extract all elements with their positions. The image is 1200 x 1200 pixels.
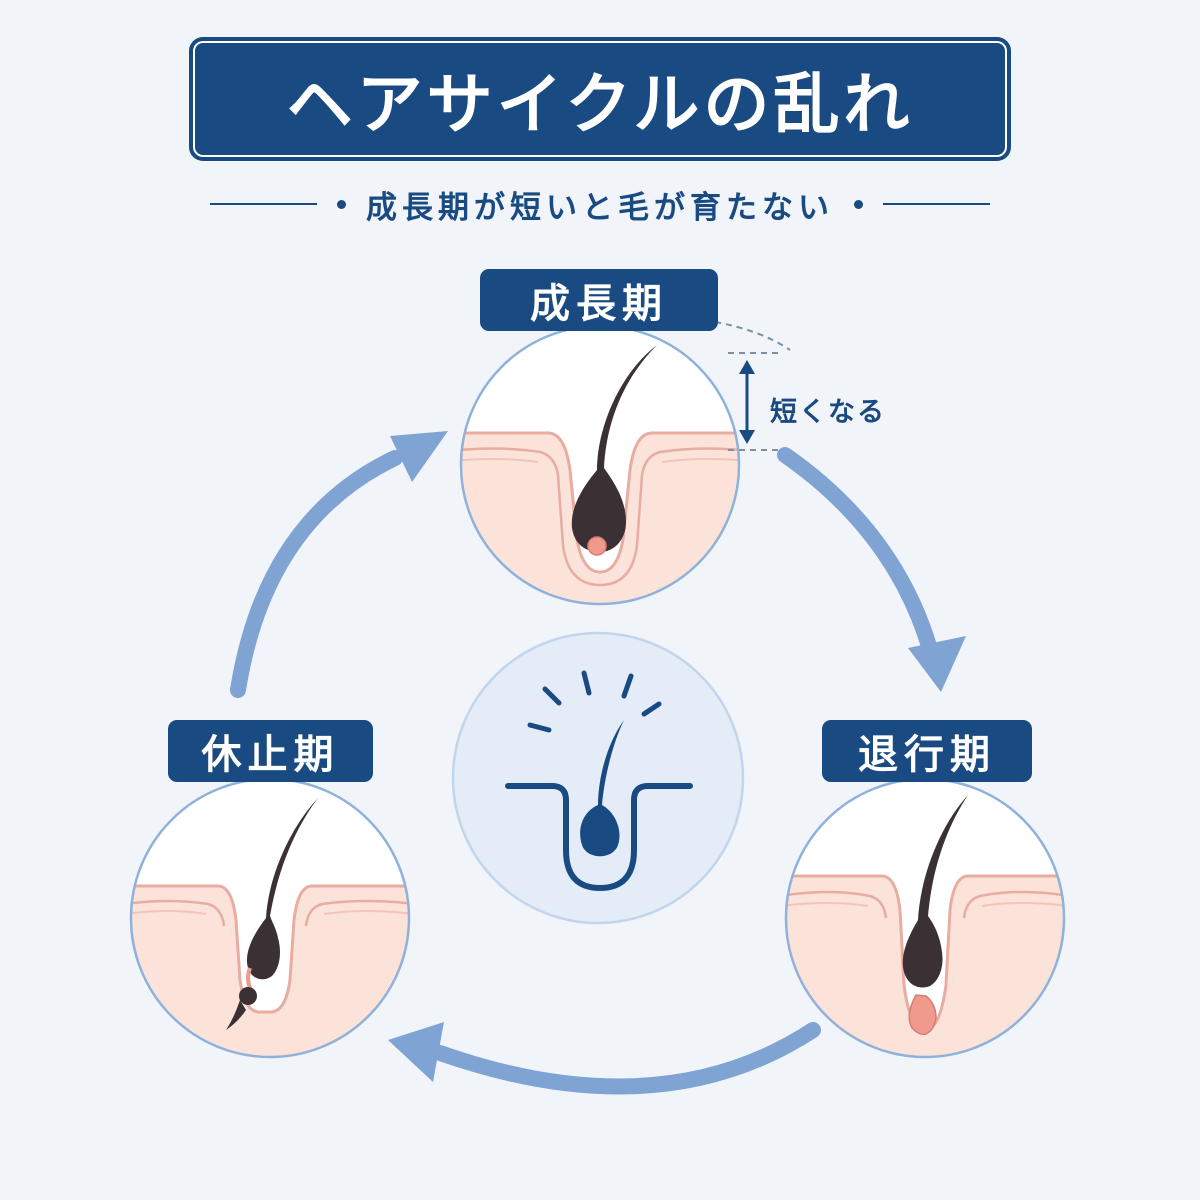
telogen-label-text: 休止期	[201, 732, 340, 778]
double-arrow-icon	[714, 321, 791, 451]
arrow-telogen-to-anagen	[230, 431, 448, 698]
catagen-label: 退行期	[822, 720, 1032, 782]
anagen-label-text: 成長期	[530, 281, 668, 327]
arrow-catagen-to-telogen	[388, 1022, 821, 1095]
subtitle-rule-right	[883, 203, 990, 205]
subtitle-dot-left	[337, 199, 346, 209]
regressing-hair	[902, 795, 968, 988]
resting-hair	[246, 798, 318, 980]
subtitle-rule-left	[210, 203, 317, 205]
growing-hair	[571, 345, 657, 552]
subtitle-row: 成長期が短いと毛が育たない	[210, 183, 990, 226]
hair-follicle-icon	[451, 631, 745, 925]
page-title: ヘアサイクルの乱れ	[286, 66, 914, 143]
catagen-circle	[784, 777, 1066, 1059]
arrow-anagen-to-catagen	[777, 447, 966, 692]
title-banner: ヘアサイクルの乱れ	[189, 37, 1011, 161]
subtitle-dot-right	[854, 199, 863, 209]
circular-arrow-icon	[230, 431, 966, 1095]
anagen-circle	[459, 324, 741, 606]
telogen-label: 休止期	[168, 720, 373, 782]
shortening-note: 短くなる	[770, 397, 886, 428]
anagen-label: 成長期	[480, 269, 718, 331]
subtitle: 成長期が短いと毛が育たない	[366, 189, 834, 226]
telogen-circle	[129, 777, 411, 1059]
catagen-label-text: 退行期	[858, 732, 996, 778]
